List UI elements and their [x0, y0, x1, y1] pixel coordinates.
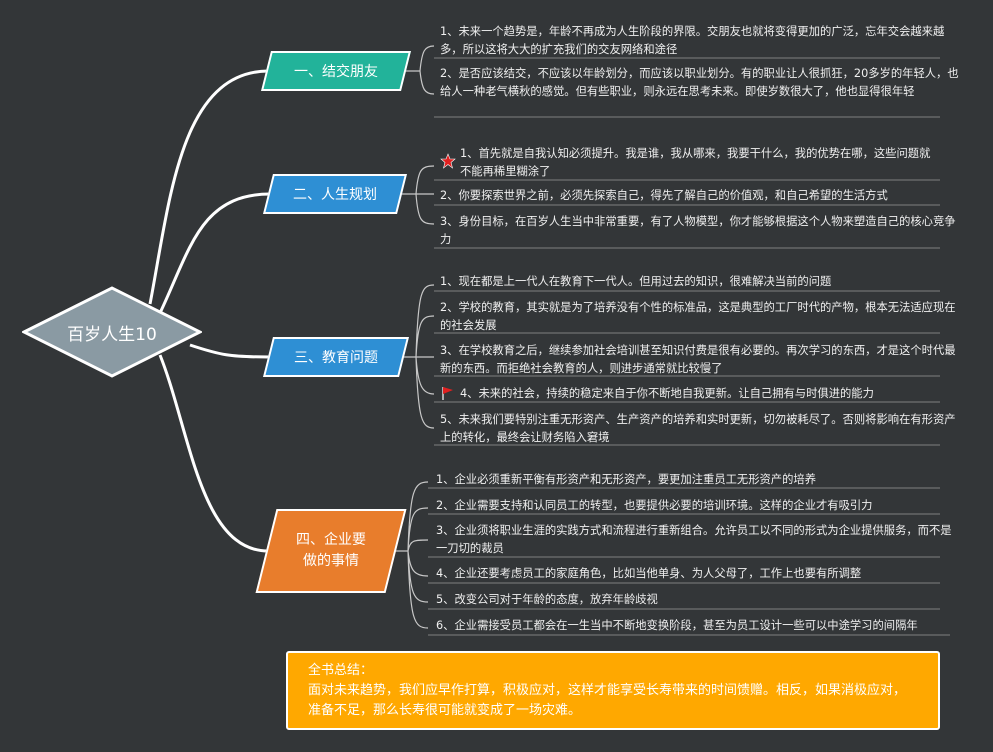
leaf-item[interactable]: 1、未来一个趋势是，年龄不再成为人生阶段的界限。交朋友也就将变得更加的广泛，忘年…: [440, 25, 945, 56]
branch-node-friends[interactable]: 一、结交朋友: [261, 51, 411, 91]
branch-node-enterprise[interactable]: 四、企业要做的事情: [255, 509, 407, 593]
leaf-item[interactable]: 2、是否应该结交，不应该以年龄划分，而应该以职业划分。有的职业让人很抓狂，20多…: [440, 67, 959, 98]
leaf-item[interactable]: 1、现在都是上一代人在教育下一代人。但用过去的知识，很难解决当前的问题: [440, 275, 832, 288]
leaf-item[interactable]: 4、企业还要考虑员工的家庭角色，比如当他单身、为人父母了，工作上也要有所调整: [436, 567, 862, 580]
summary-text: 面对未来趋势，我们应早作打算，积极应对，这样才能享受长寿带来的时间馈赠。相反，如…: [308, 683, 907, 718]
branch-label: 一、结交朋友: [294, 64, 378, 80]
summary-title: 全书总结：: [308, 663, 374, 678]
red-flag-icon: [442, 387, 453, 400]
root-label: 百岁人生10: [67, 324, 157, 345]
leaf-item[interactable]: 2、学校的教育，其实就是为了培养没有个性的标准品，这是典型的工厂时代的产物，根本…: [440, 301, 956, 332]
root-node[interactable]: 百岁人生10: [20, 286, 204, 378]
branch-node-life-plan[interactable]: 二、人生规划: [263, 174, 407, 214]
leaf-item[interactable]: 4、未来的社会，持续的稳定来自于你不断地自我更新。让自己拥有与时俱进的能力: [460, 387, 874, 400]
leaf-item[interactable]: 3、身份目标，在百岁人生当中非常重要，有了人物模型，你才能够根据这个人物来塑造自…: [440, 215, 956, 246]
leaf-item[interactable]: 5、未来我们要特别注重无形资产、生产资产的培养和实时更新，切勿被耗尽了。否则将影…: [440, 413, 956, 444]
branch-label: 三、教育问题: [294, 350, 378, 366]
leaf-item[interactable]: 1、首先就是自我认知必须提升。我是谁，我从哪来，我要干什么，我的优势在哪，这些问…: [460, 147, 931, 178]
leaf-item[interactable]: 5、改变公司对于年龄的态度，放弃年龄歧视: [436, 593, 658, 606]
leaf-item[interactable]: 2、企业需要支持和认同员工的转型，也要提供必要的培训环境。这样的企业才有吸引力: [436, 499, 873, 512]
root-diamond-shape: [20, 286, 204, 378]
leaf-item[interactable]: 1、企业必须重新平衡有形资产和无形资产，要更加注重员工无形资产的培养: [436, 473, 816, 486]
leaf-item[interactable]: 3、在学校教育之后，继续参加社会培训甚至知识付费是很有必要的。再次学习的东西，才…: [440, 344, 956, 375]
summary-box[interactable]: 全书总结： 面对未来趋势，我们应早作打算，积极应对，这样才能享受长寿带来的时间馈…: [286, 651, 940, 730]
leaf-item[interactable]: 6、企业需接受员工都会在一生当中不断地变换阶段，甚至为员工设计一些可以中途学习的…: [436, 619, 918, 632]
branch-label: 二、人生规划: [293, 187, 377, 203]
leaf-item[interactable]: 3、企业须将职业生涯的实践方式和流程进行重新组合。允许员工以不同的形式为企业提供…: [436, 524, 952, 555]
branch-node-education[interactable]: 三、教育问题: [263, 337, 409, 377]
leaf-item[interactable]: 2、你要探索世界之前，必须先探索自己，得先了解自己的价值观，和自己希望的生活方式: [440, 189, 888, 202]
branch-label: 四、企业要做的事情: [296, 532, 366, 569]
red-star-icon: [440, 153, 456, 169]
